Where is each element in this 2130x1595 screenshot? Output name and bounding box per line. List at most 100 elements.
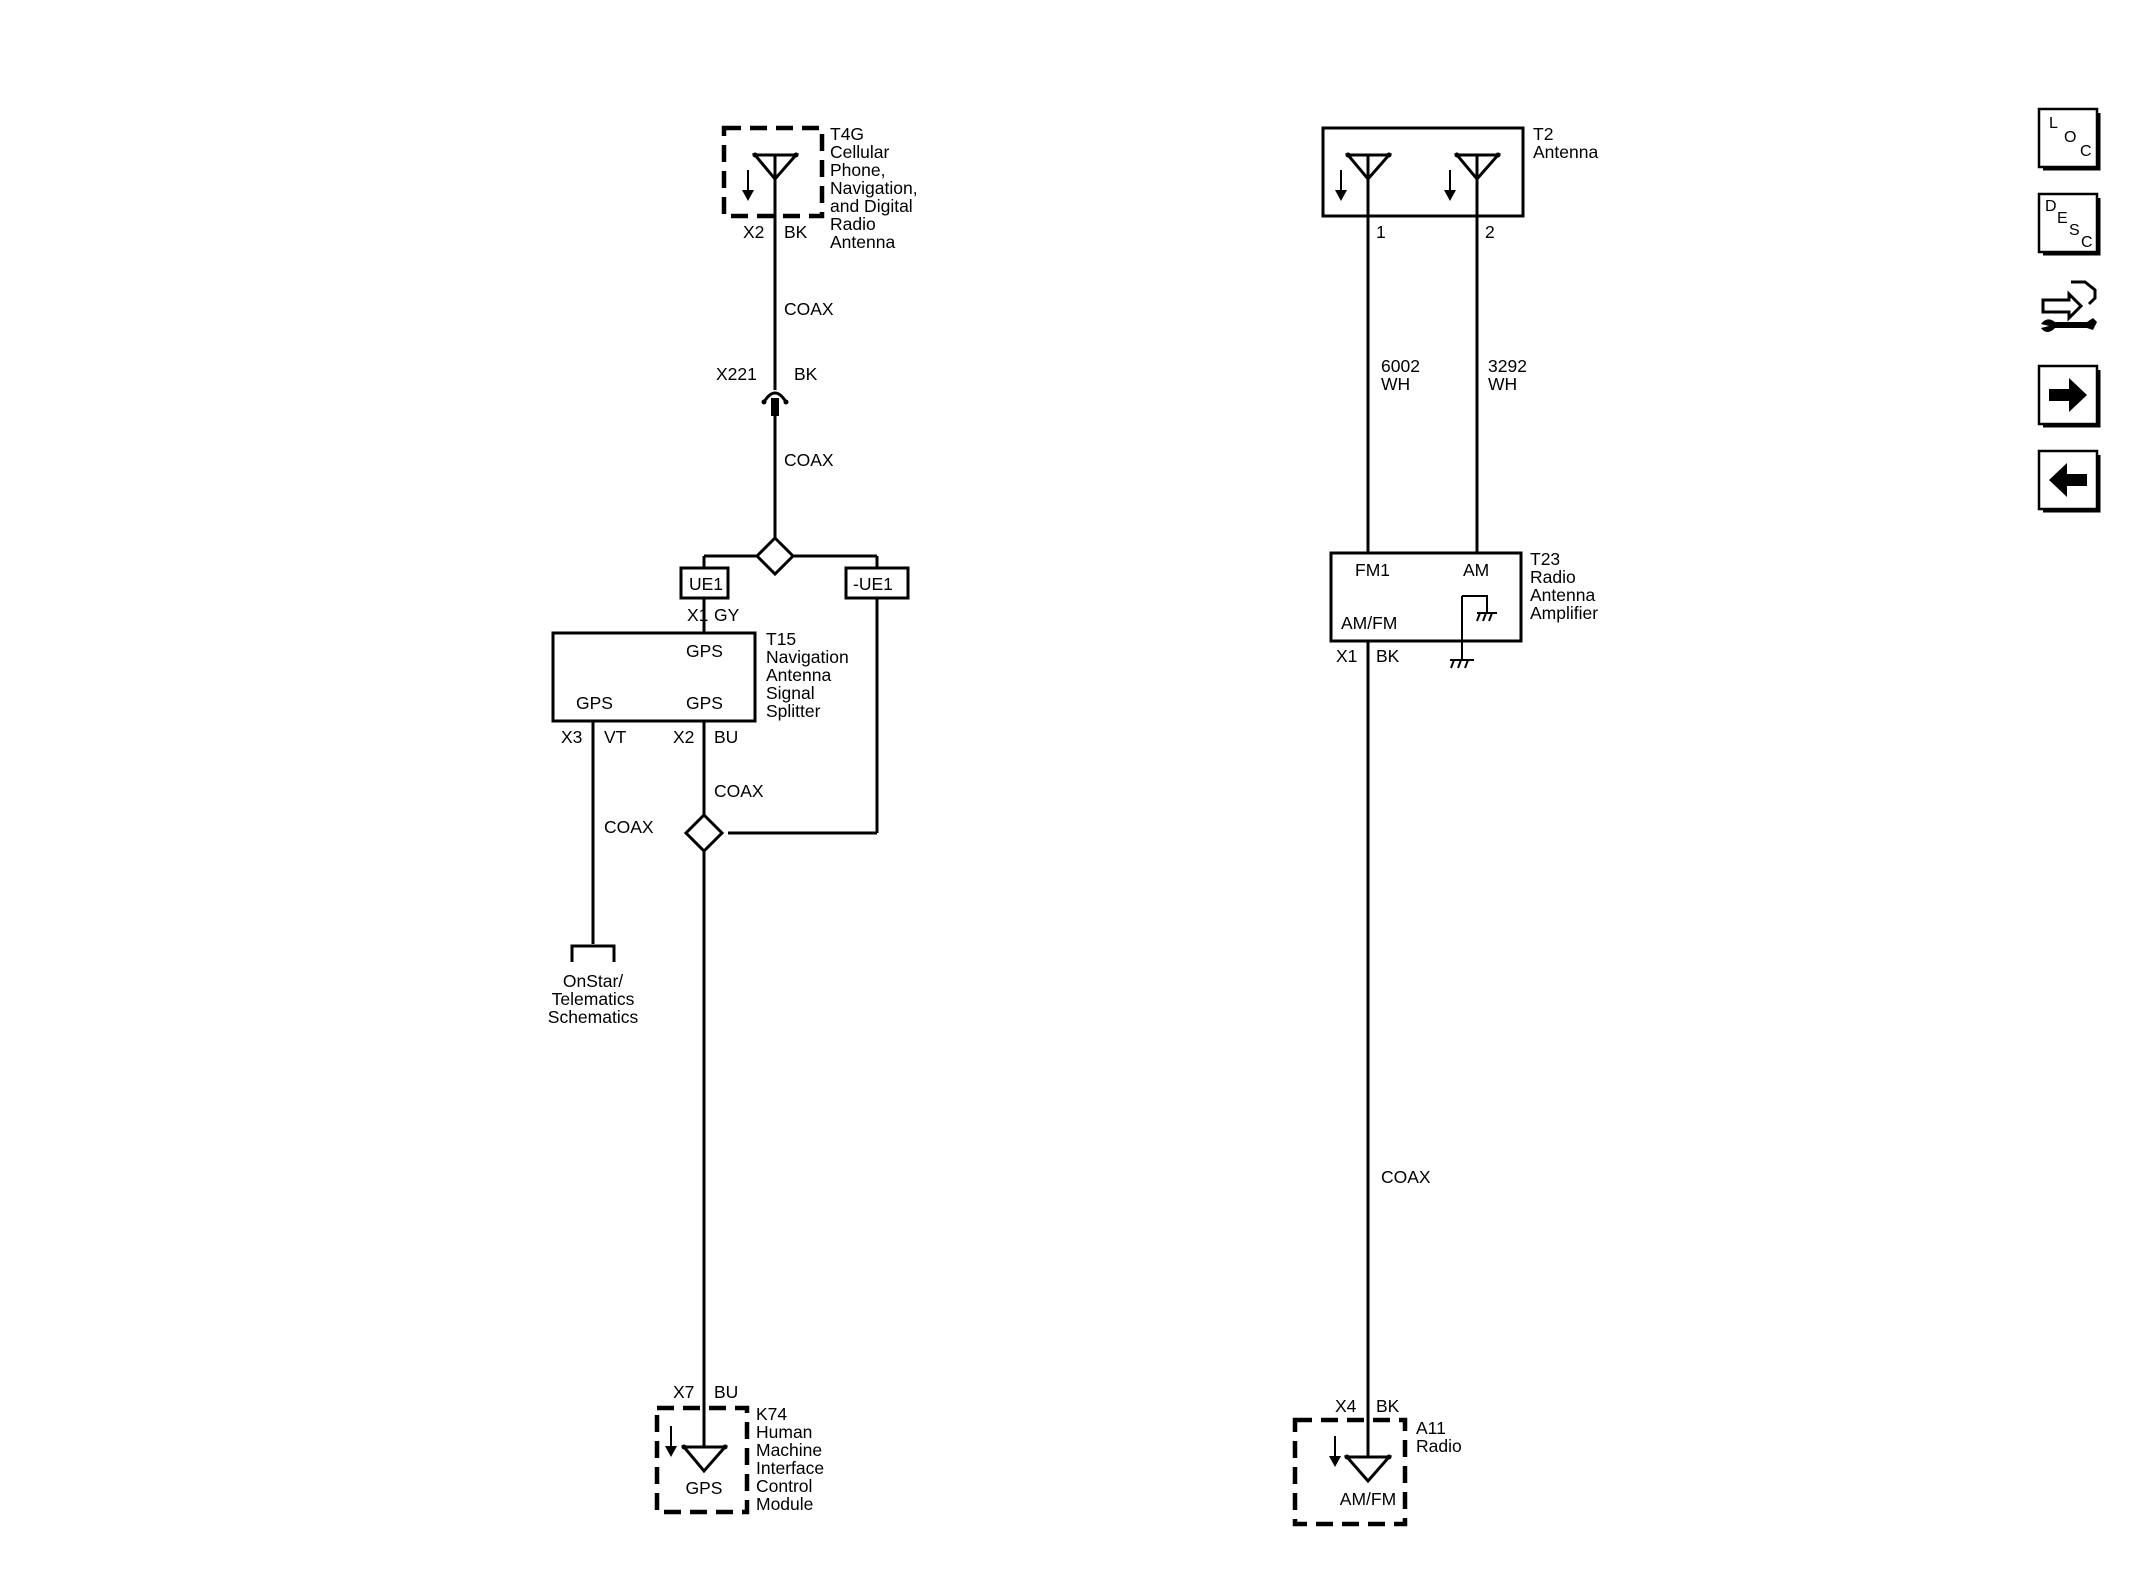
t23-wire-color: BK [1376,646,1400,666]
wire-3292-circuit: 3292 [1488,356,1527,376]
connector-male-icon [771,398,779,416]
t15-in-connector: X1 [687,605,708,625]
wire-3292-color: WH [1488,374,1517,394]
t15-splitter-component[interactable]: X1 GY GPS GPS GPS T15 Navigation Antenna… [551,605,849,747]
connector-wrench-icon [2041,280,2097,332]
t23-pin-amfm: AM/FM [1341,613,1397,633]
wire-6002-color: WH [1381,374,1410,394]
k74-name-line-2: Machine [756,1440,822,1460]
k74-hmi-module-component[interactable]: X7 BU GPS K74 Human Machine Interface Co… [654,1382,824,1515]
desc-icon: D E S C [2037,192,2101,256]
onstar-reference-link[interactable]: OnStar/ Telematics Schematics [548,944,639,1027]
t15-box [551,631,757,723]
option-code-not-ue1[interactable]: -UE1 [844,566,910,600]
a11-pin: AM/FM [1340,1489,1396,1509]
k74-name-line-1: Human [756,1422,812,1442]
t4g-antenna-component[interactable]: T4G Cellular Phone, Navigation, and Digi… [721,124,918,252]
t23-connector: X1 [1336,646,1357,666]
t4g-ref: T4G [830,124,864,144]
t15-out-left-color: VT [604,727,627,747]
t15-name-line-3: Signal [766,683,815,703]
desc-letter-d: D [2045,198,2057,215]
reference-bracket-icon [570,944,616,962]
t23-name-line-2: Antenna [1530,585,1595,605]
option-code-ue1[interactable]: UE1 [679,566,730,600]
loc-button[interactable]: L O C [2037,107,2101,171]
next-button[interactable] [2037,364,2101,428]
t15-in-color: GY [714,605,740,625]
k74-ref: K74 [756,1404,787,1424]
t15-pin-in: GPS [686,641,723,661]
desc-letter-e: E [2057,210,2068,227]
t2-pin-2: 2 [1485,222,1495,242]
a11-wire-color: BK [1376,1396,1400,1416]
t15-name-line-1: Navigation [766,647,849,667]
x221-inline-connector[interactable]: X221 BK [716,364,818,416]
onstar-line-2: Telematics [552,989,635,1009]
k74-wire-color: BU [714,1382,738,1402]
t4g-name-line-2: Phone, [830,160,885,180]
t15-pin-out-left: GPS [576,693,613,713]
a11-ref: A11 [1416,1418,1446,1438]
option-split-diamond-top [754,535,796,577]
loc-letter-c: C [2080,143,2092,160]
k74-pin: GPS [686,1478,723,1498]
t23-amplifier-component[interactable]: FM1 AM AM/FM T23 Radio Antenna Amplifier… [1329,549,1598,669]
t23-name-line-3: Amplifier [1530,603,1598,623]
antenna-symbol-icon [1444,152,1502,216]
k74-name-line-5: Module [756,1494,813,1514]
t4g-wire-color: BK [784,222,808,242]
t4g-name-line-5: Radio [830,214,876,234]
chassis-ground-icon [1450,641,1474,669]
k74-connector: X7 [673,1382,694,1402]
t4g-dashed-outline [721,125,825,219]
t4g-connector: X2 [743,222,764,242]
wire-6002-circuit: 6002 [1381,356,1420,376]
prev-button[interactable] [2037,449,2101,513]
x221-ref: X221 [716,364,757,384]
k74-name-line-4: Control [756,1476,812,1496]
t15-out-left-connector: X3 [561,727,582,747]
receiver-symbol-icon [665,1420,729,1474]
t15-name-line-4: Splitter [766,701,821,721]
desc-button[interactable]: D E S C [2037,192,2101,256]
coax-label-1: COAX [784,299,834,319]
t2-antenna-component[interactable]: T2 Antenna 1 2 [1321,124,1598,242]
coax-label-4: COAX [714,781,764,801]
loc-letter-o: O [2064,129,2076,146]
arrow-right-icon [2037,364,2101,428]
t23-name-line-1: Radio [1530,567,1576,587]
t23-ref: T23 [1530,549,1560,569]
connector-female-icon [762,391,788,403]
t4g-name-line-3: Navigation, [830,178,918,198]
t2-box [1321,126,1525,218]
k74-dashed-outline [654,1405,750,1515]
receiver-symbol-icon [1329,1434,1393,1484]
t15-out-right-color: BU [714,727,738,747]
a11-dashed-outline [1292,1417,1408,1527]
antenna-symbol-icon [1335,152,1393,216]
t15-name-line-2: Antenna [766,665,831,685]
not-ue1-label: -UE1 [853,574,893,594]
ue1-label: UE1 [689,574,723,594]
x221-wire-color: BK [794,364,818,384]
a11-radio-component[interactable]: X4 BK AM/FM A11 Radio [1292,1396,1462,1527]
t2-name-line-1: Antenna [1533,142,1598,162]
t23-pin-fm1: FM1 [1355,560,1390,580]
coax-label-3: COAX [604,817,654,837]
t23-pin-am: AM [1463,560,1489,580]
t15-ref: T15 [766,629,796,649]
a11-name-line-1: Radio [1416,1436,1462,1456]
coax-label-5: COAX [1381,1167,1431,1187]
t4g-name-line-6: Antenna [830,232,895,252]
onstar-line-3: Schematics [548,1007,639,1027]
t15-out-right-connector: X2 [673,727,694,747]
k74-name-line-3: Interface [756,1458,824,1478]
connector-wrench-button[interactable] [2037,276,2101,340]
option-join-diamond-bottom [683,812,725,854]
coax-label-2: COAX [784,450,834,470]
t2-pin-1: 1 [1376,222,1386,242]
t23-box [1329,551,1523,643]
t4g-name-line-1: Cellular [830,142,889,162]
t15-pin-out-right: GPS [686,693,723,713]
